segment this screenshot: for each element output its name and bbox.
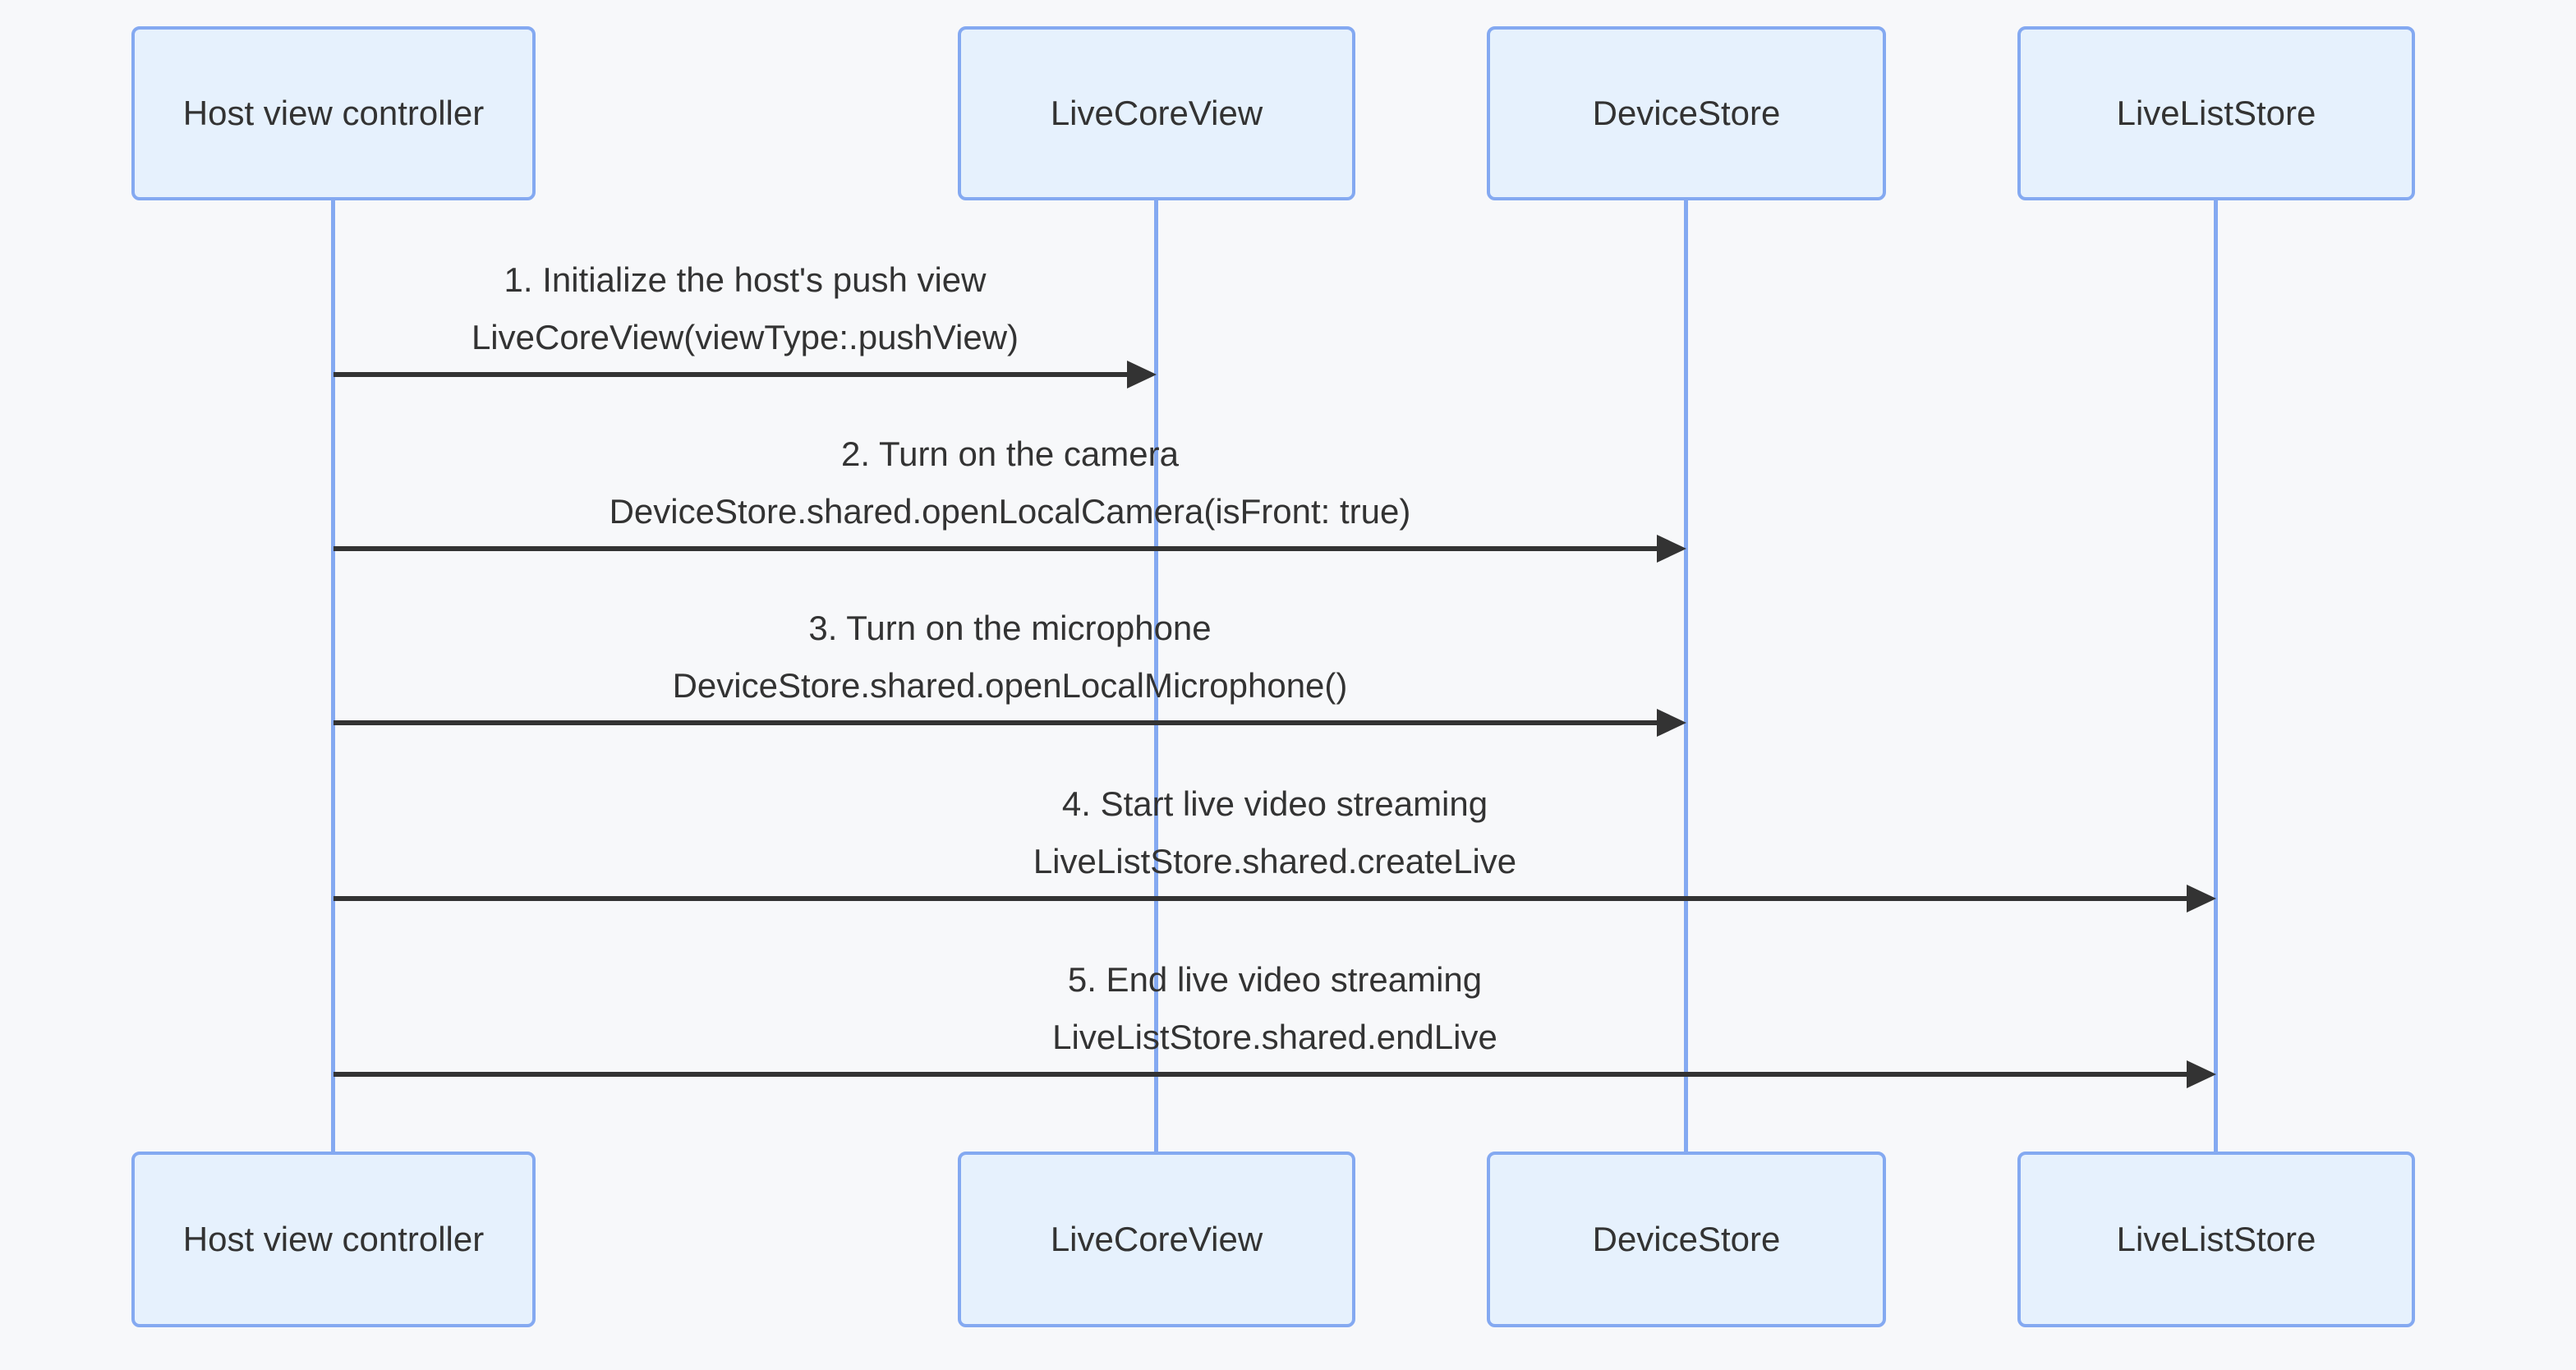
message-5-arrow-line (334, 1072, 2190, 1077)
actor-top-livecoreview: LiveCoreView (958, 26, 1355, 200)
actor-bottom-liveliststore: LiveListStore (2017, 1152, 2415, 1327)
lifeline-livecoreview (1154, 200, 1158, 1152)
actor-top-host-view-controller: Host view controller (131, 26, 536, 200)
lifeline-host-view-controller (331, 200, 335, 1152)
message-5-label: 5. End live video streaming (1067, 960, 1483, 999)
message-2-label: 2. Turn on the camera (841, 434, 1179, 473)
message-1-code: LiveCoreView(viewType:.pushView) (471, 318, 1019, 356)
message-4-arrow-line (334, 896, 2190, 901)
message-3-arrowhead (1657, 709, 1686, 737)
actor-label: Host view controller (182, 1220, 485, 1258)
message-1-arrow-line (334, 372, 1130, 377)
message-5-code: LiveListStore.shared.endLive (1052, 1018, 1497, 1056)
actor-label: LiveCoreView (1050, 1220, 1263, 1258)
actor-label: LiveCoreView (1050, 94, 1263, 132)
message-2-arrowhead (1657, 535, 1686, 563)
message-1-label: 1. Initialize the host's push view (504, 260, 987, 299)
message-2-arrow-line (334, 546, 1660, 551)
actor-bottom-devicestore: DeviceStore (1487, 1152, 1886, 1327)
message-4-label: 4. Start live video streaming (1061, 784, 1488, 823)
actor-bottom-host-view-controller: Host view controller (131, 1152, 536, 1327)
actor-label: LiveListStore (2116, 94, 2316, 132)
message-5-arrowhead (2187, 1060, 2216, 1088)
actor-top-devicestore: DeviceStore (1487, 26, 1886, 200)
lifeline-liveliststore (2214, 200, 2218, 1152)
message-3-code: DeviceStore.shared.openLocalMicrophone() (672, 666, 1348, 705)
message-3-label: 3. Turn on the microphone (808, 609, 1212, 647)
actor-label: DeviceStore (1592, 1220, 1781, 1258)
actor-label: DeviceStore (1592, 94, 1781, 132)
lifeline-devicestore (1684, 200, 1688, 1152)
message-3-arrow-line (334, 720, 1660, 725)
message-4-code: LiveListStore.shared.createLive (1033, 842, 1517, 880)
message-1-arrowhead (1127, 361, 1157, 388)
actor-bottom-livecoreview: LiveCoreView (958, 1152, 1355, 1327)
message-4-arrowhead (2187, 885, 2216, 913)
actor-label: LiveListStore (2116, 1220, 2316, 1258)
message-2-code: DeviceStore.shared.openLocalCamera(isFro… (609, 492, 1411, 531)
actor-label: Host view controller (182, 94, 485, 132)
actor-top-liveliststore: LiveListStore (2017, 26, 2415, 200)
